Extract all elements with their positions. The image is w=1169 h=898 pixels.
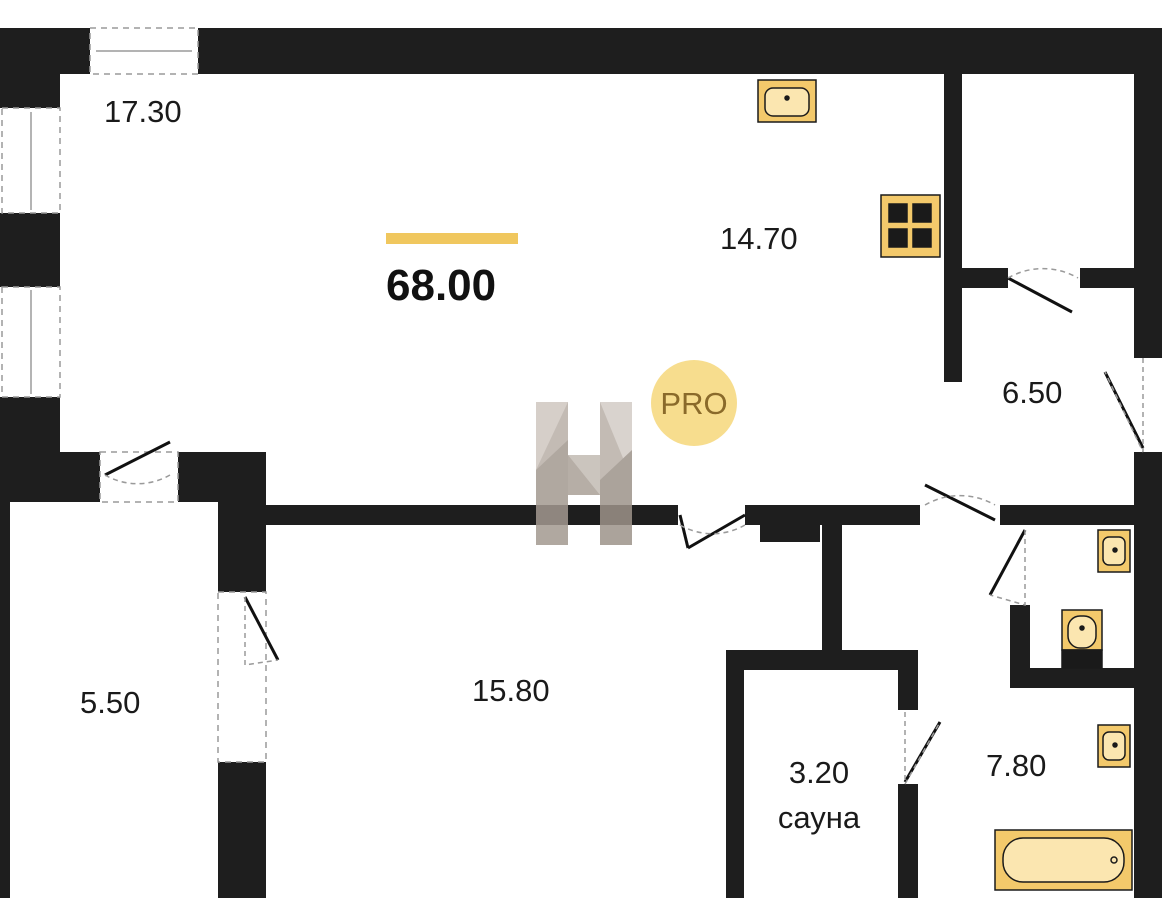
wall-sauna-right-upper	[898, 650, 918, 710]
door-bathroom	[924, 483, 996, 522]
door-pantry	[1007, 267, 1079, 314]
wall-sauna-left	[726, 650, 744, 898]
wall-top	[198, 28, 1162, 74]
door-sauna	[903, 712, 942, 787]
pro-badge-circle	[651, 360, 737, 446]
wall-balcony-left	[0, 500, 10, 898]
room-area-hall: 6.50	[1002, 375, 1062, 410]
wall-left-top	[0, 28, 60, 108]
pro-badge-label: PRO	[660, 386, 727, 421]
walls	[0, 28, 1162, 898]
wall-toilet-left	[1010, 605, 1030, 685]
wall-toilet-bottom	[1010, 668, 1134, 688]
fixtures	[757, 79, 1133, 891]
wall-sauna-stem	[822, 525, 842, 655]
windows	[1, 27, 267, 763]
bathtub-icon	[994, 829, 1133, 891]
wall-left-mid	[0, 213, 60, 287]
kitchen-sink-icon	[757, 79, 817, 123]
washbasin-toilet-room-icon	[1097, 529, 1131, 573]
wall-left-corner	[0, 452, 100, 502]
room-area-balcony: 5.50	[80, 685, 140, 720]
wall-pantry-left	[944, 74, 962, 382]
door-bedroom	[678, 513, 746, 550]
wall-sauna-top	[726, 650, 918, 670]
total-area: 68.00	[386, 261, 496, 310]
wall-right-upper	[1134, 28, 1162, 358]
room-area-bathroom: 7.80	[986, 748, 1046, 783]
room-area-bedroom: 15.80	[472, 673, 550, 708]
wall-middle-block	[760, 505, 820, 542]
wall-balcony-lower	[218, 762, 266, 898]
doors	[104, 267, 1145, 787]
door-bedroom-balcony	[243, 596, 280, 666]
window-bedroom-balcony	[217, 591, 267, 763]
stove-icon	[880, 194, 941, 258]
washbasin-bathroom-icon	[1097, 724, 1131, 768]
room-name-sauna: сауна	[778, 800, 861, 835]
room-area-sauna: 3.20	[789, 755, 849, 790]
window-left-upper	[1, 107, 61, 214]
room-area-living: 17.30	[104, 94, 182, 129]
wall-balcony-upper	[218, 452, 266, 592]
wall-sauna-right-lower	[898, 784, 918, 898]
door-balcony	[104, 440, 171, 485]
room-area-kitchen: 14.70	[720, 221, 798, 256]
wall-pantry-bottom-right	[1080, 268, 1134, 288]
window-balcony-door	[99, 451, 179, 503]
window-left-lower	[1, 286, 61, 398]
wall-middle-far	[1000, 505, 1134, 525]
total-area-accent-bar	[386, 233, 518, 244]
wall-pantry-bottom-left	[944, 268, 1008, 288]
wall-middle-left	[266, 505, 678, 525]
wall-right-lower	[1134, 452, 1162, 898]
door-entrance	[1103, 358, 1145, 453]
pro-badge: PRO	[651, 360, 737, 446]
door-toilet	[988, 529, 1027, 606]
toilet-icon	[1061, 609, 1103, 669]
watermark-logo	[536, 402, 632, 545]
